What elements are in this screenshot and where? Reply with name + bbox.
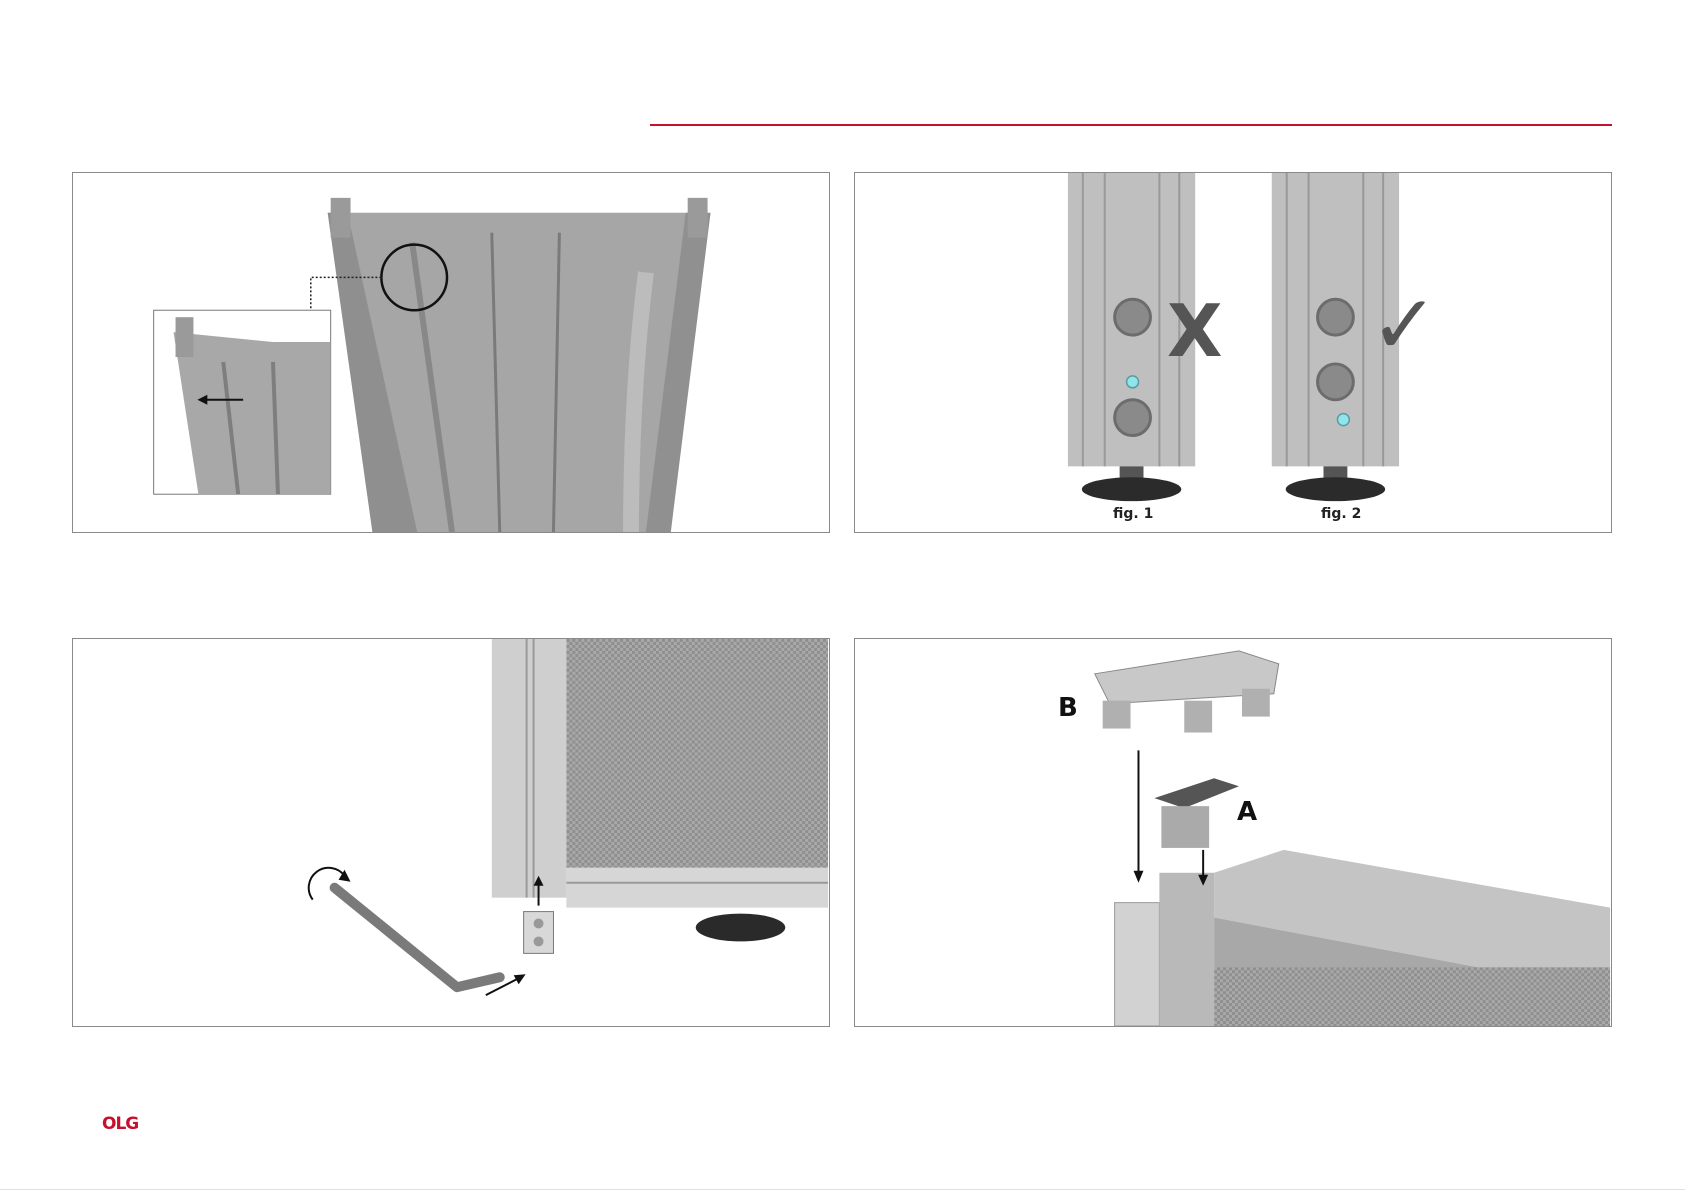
cap-assembly-illustration: [855, 639, 1611, 1026]
indicator-dot: [1127, 376, 1139, 388]
connector-block: [524, 912, 554, 954]
cap-b-leg: [1184, 701, 1212, 733]
insert-a-body: [1161, 806, 1209, 848]
post: [1115, 903, 1160, 1026]
panel-hex-key: [72, 638, 830, 1027]
wrong-mark: X: [1167, 295, 1223, 367]
panel-bottom-rail: [566, 868, 828, 908]
panel-profile-detail: [72, 172, 830, 533]
fig1-label: fig. 1: [1113, 506, 1153, 522]
hex-key-illustration: [73, 639, 829, 1026]
bolt: [1318, 364, 1354, 400]
bottom-edge-line: [0, 1189, 1685, 1190]
cap-b-leg: [1103, 701, 1131, 729]
connector-hole: [534, 919, 544, 929]
cap-b-leg: [1242, 689, 1270, 717]
profile-illustration: [73, 173, 829, 532]
foot: [1286, 477, 1385, 501]
indicator-dot: [1337, 414, 1349, 426]
inset-lip: [176, 317, 194, 357]
foot: [1082, 477, 1181, 501]
header-rule: [650, 124, 1612, 126]
fabric: [566, 639, 828, 868]
arrow-icon: [1134, 871, 1144, 883]
glide-foot: [696, 914, 786, 942]
profile-lip-right: [688, 198, 708, 238]
profile-lip-left: [331, 198, 351, 238]
bolt: [1115, 299, 1151, 335]
bolt: [1318, 299, 1354, 335]
panel-frame: [492, 639, 567, 898]
part-a-label: A: [1237, 797, 1257, 827]
fig2-label: fig. 2: [1321, 506, 1361, 522]
insert-a: [1154, 778, 1239, 808]
hex-key: [335, 888, 500, 987]
fabric: [1214, 967, 1610, 1026]
foot-stem: [1120, 466, 1144, 478]
part-b-label: B: [1058, 693, 1078, 723]
post-top: [1159, 873, 1214, 1026]
brand-logo: OLG: [102, 1114, 138, 1134]
connector-hole: [534, 936, 544, 946]
inset-profile: [174, 332, 331, 494]
figures-illustration: [855, 173, 1611, 532]
panel-figures: X ✓ fig. 1 fig. 2: [854, 172, 1612, 533]
right-mark: ✓: [1370, 285, 1439, 367]
bolt: [1115, 400, 1151, 436]
panel-cap-assembly: B A: [854, 638, 1612, 1027]
foot-stem: [1323, 466, 1347, 478]
